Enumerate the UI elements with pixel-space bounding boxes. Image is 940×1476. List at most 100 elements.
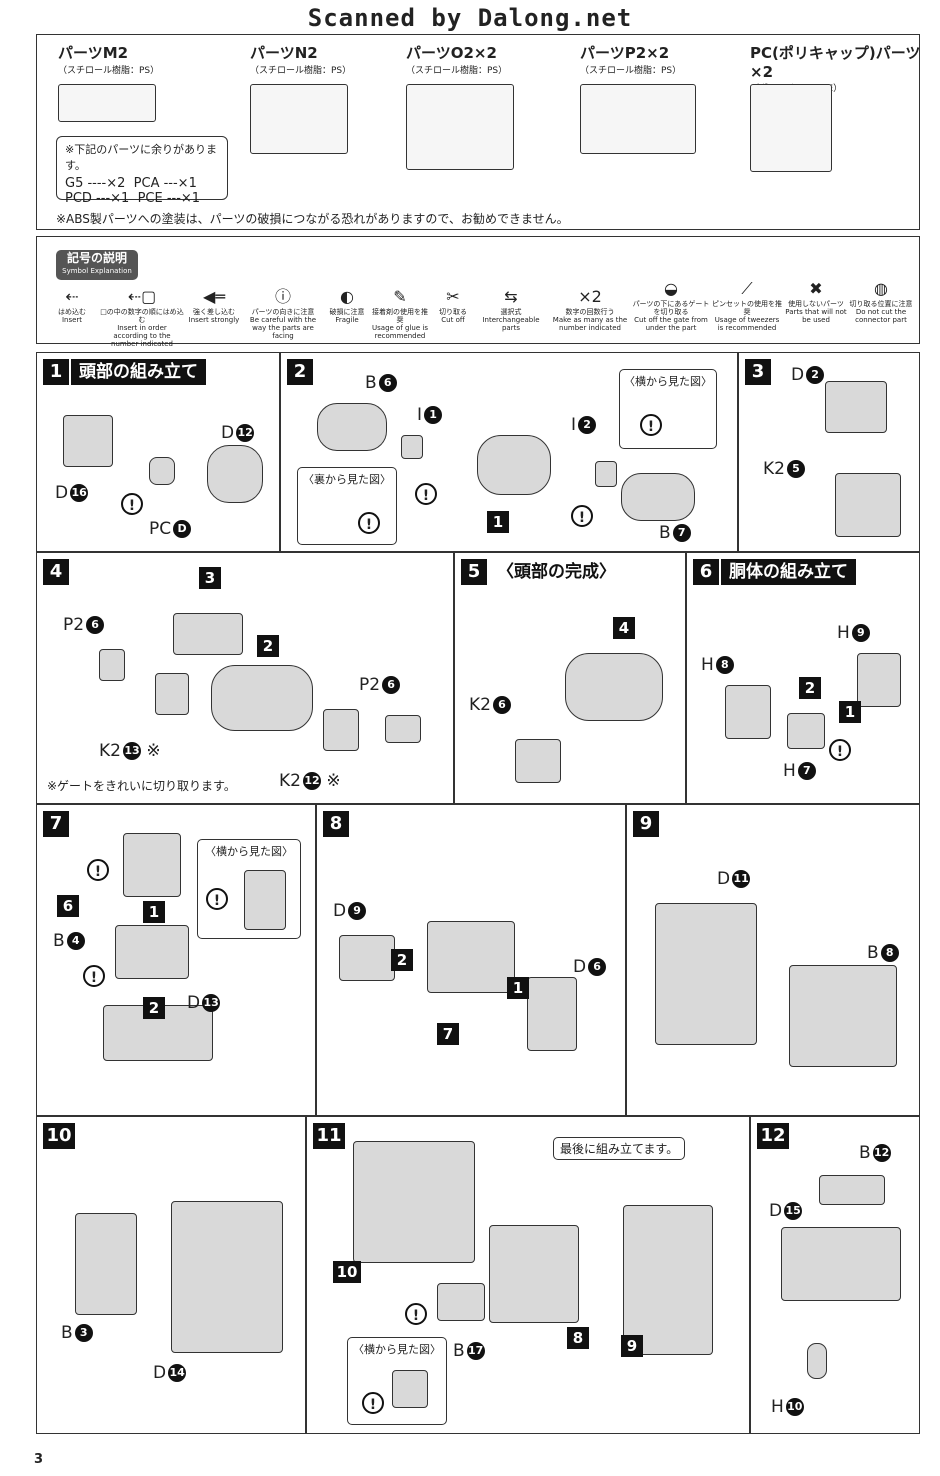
runner-n2: パーツN2 （スチロール樹脂：PS） — [250, 44, 352, 76]
caution-icon: ! — [571, 505, 593, 527]
inset-side-view-11: 〈横から見た図〉 ! — [347, 1337, 447, 1425]
tweezers-icon: ⟋ — [741, 279, 753, 298]
part-d15 — [781, 1227, 901, 1301]
assembly-8 — [489, 1225, 579, 1323]
assembly-10 — [353, 1141, 475, 1263]
runner-m2: パーツM2 （スチロール樹脂：PS） — [58, 44, 160, 76]
page-number: 3 — [34, 1452, 44, 1467]
caution-icon: ! — [415, 483, 437, 505]
scissors-icon: ✂ — [446, 287, 460, 306]
caution-icon: ! — [829, 739, 851, 761]
part-b4 — [115, 925, 189, 979]
sprue-o2 — [406, 84, 514, 170]
part-d9 — [339, 935, 395, 981]
head-assembly — [565, 653, 663, 721]
part-k2-6 — [515, 739, 561, 783]
part-k2-5 — [835, 473, 901, 537]
gate-note: ※ゲートをきれいに切り取ります。 — [47, 779, 236, 793]
arrow-left-icon: ⇠ — [65, 287, 79, 306]
caution-icon: ! — [87, 859, 109, 881]
sprue-m2 — [58, 84, 156, 122]
sprue-pc — [750, 84, 832, 172]
watermark: Scanned by Dalong.net — [307, 4, 633, 32]
part-d12 — [207, 445, 263, 503]
symbol-panel — [36, 236, 920, 344]
part-b7 — [621, 473, 695, 521]
part-i1 — [401, 435, 423, 459]
torso-7 — [427, 921, 515, 993]
last-assemble-note: 最後に組み立てます。 — [553, 1137, 686, 1160]
part-h7 — [787, 713, 825, 749]
numbered-arrow-icon: ⇠▢ — [127, 287, 157, 306]
part-6 — [123, 833, 181, 897]
part-i2 — [595, 461, 617, 487]
part-d13 — [103, 1005, 213, 1061]
cut-position-icon: ◍ — [874, 279, 888, 298]
cross-icon: ✖ — [809, 279, 823, 298]
exclamation-icon: ⓘ — [274, 287, 291, 306]
interchange-icon: ⇆ — [504, 287, 518, 306]
caution-icon: ! — [362, 1392, 384, 1414]
part-2-assembly — [211, 665, 313, 731]
gate-icon: ◒ — [664, 279, 678, 298]
inset-side-view: 〈横から見た図〉 ! — [619, 369, 717, 449]
glue-icon: ✎ — [393, 287, 407, 306]
assembly-9 — [623, 1205, 713, 1355]
part-d14 — [171, 1201, 283, 1353]
part-d11 — [655, 903, 757, 1045]
part-assembly-1 — [477, 435, 551, 495]
part-b3 — [75, 1213, 137, 1315]
part-h8 — [725, 685, 771, 739]
part-d2 — [825, 381, 887, 433]
part-d16 — [63, 415, 113, 467]
part-b17 — [437, 1283, 485, 1321]
part-h10 — [807, 1343, 827, 1379]
caution-icon: ! — [405, 1303, 427, 1325]
part-d6 — [527, 977, 577, 1051]
sprue-n2 — [250, 84, 348, 154]
part-b6 — [317, 403, 387, 451]
part-b12 — [819, 1175, 885, 1205]
part-k2-12 — [323, 709, 359, 751]
caution-icon: ! — [640, 414, 662, 436]
caution-icon: ! — [358, 512, 380, 534]
inset-side-view-7: 〈横から見た図〉 ! — [197, 839, 301, 939]
part-h9 — [857, 653, 901, 707]
runner-o2: パーツO2×2 （スチロール樹脂：PS） — [406, 44, 508, 76]
double-arrow-icon: ◀═ — [203, 287, 225, 306]
part-p2-6-left — [99, 649, 125, 681]
part-3 — [173, 613, 243, 655]
symbols-badge: 記号の説明 Symbol Explanation — [56, 250, 138, 280]
runner-panel — [36, 34, 920, 230]
fragile-icon: ◐ — [340, 287, 354, 306]
caution-icon: ! — [83, 965, 105, 987]
part-k2-13 — [155, 673, 189, 715]
sprue-p2 — [580, 84, 696, 154]
inset-back-view: 〈裏から見た図〉 ! — [297, 467, 397, 545]
caution-icon: ! — [121, 493, 143, 515]
